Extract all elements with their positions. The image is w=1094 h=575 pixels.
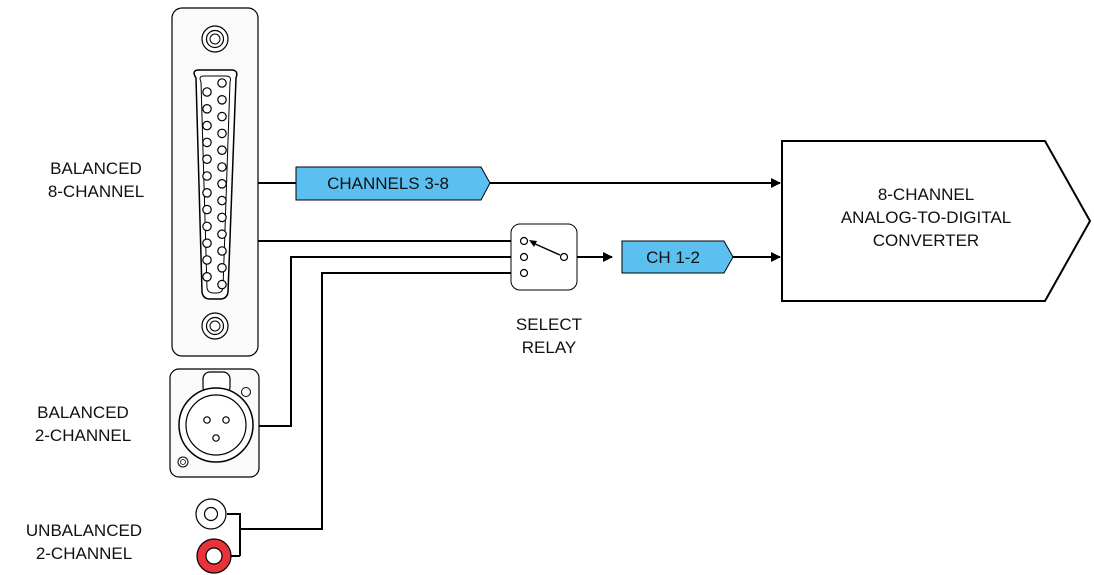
db25-pin [202, 154, 212, 164]
db25-pin [217, 111, 227, 122]
db25-pin [217, 145, 227, 155]
db25-pins [202, 78, 227, 290]
db25-pin [202, 171, 212, 181]
balanced-8ch-label-line-1: BALANCED [50, 159, 142, 178]
db25-pin [217, 279, 227, 290]
db25-pin [217, 262, 227, 273]
select-relay [510, 223, 578, 291]
relay-label-line-2: RELAY [522, 338, 577, 357]
balanced-2ch-label-line-1: BALANCED [37, 403, 129, 422]
rca-jack-red [196, 538, 232, 574]
db25-pin [217, 212, 227, 223]
db25-pin [202, 221, 212, 232]
tag-ch-1-2: CH 1-2 [621, 240, 734, 274]
db25-pin [217, 95, 227, 105]
rca-jack-white [195, 498, 227, 530]
db25-pin [217, 162, 227, 172]
db25-pin [202, 204, 212, 215]
db25-pin [217, 246, 227, 256]
unbalanced-2ch-label-line-2: 2-CHANNEL [36, 544, 132, 563]
tag-channels-3-8-label: CHANNELS 3-8 [327, 174, 449, 193]
xlr-connector [169, 368, 260, 478]
signal-wires [227, 178, 781, 557]
screw-icon [201, 25, 229, 53]
balanced-2ch-label-line-2: 2-CHANNEL [35, 426, 131, 445]
db25-pin [202, 87, 212, 97]
converter-line-1: 8-CHANNEL [878, 185, 974, 204]
db25-pin [202, 238, 212, 248]
db25-pin [217, 229, 227, 239]
tag-ch-1-2-label: CH 1-2 [646, 248, 700, 267]
db25-connector [171, 7, 259, 357]
tag-channels-3-8: CHANNELS 3-8 [295, 166, 491, 201]
db25-pin [202, 255, 212, 265]
balanced-8ch-label-line-2: 8-CHANNEL [48, 182, 144, 201]
relay-label-line-1: SELECT [516, 315, 582, 334]
db25-pin [202, 271, 212, 282]
db25-pin [202, 188, 212, 198]
unbalanced-2ch-label-line-1: UNBALANCED [26, 521, 142, 540]
db25-pin [202, 104, 212, 114]
db25-pin [217, 128, 227, 139]
db25-pin [217, 78, 227, 88]
converter-line-2: ANALOG-TO-DIGITAL [841, 208, 1011, 227]
db25-pin [202, 137, 212, 148]
screw-icon [201, 312, 229, 340]
converter-line-3: CONVERTER [873, 231, 979, 250]
db25-pin [217, 179, 227, 189]
adc-converter-block: 8-CHANNEL ANALOG-TO-DIGITAL CONVERTER [781, 140, 1092, 302]
db25-pin [202, 120, 212, 131]
db25-pin [217, 195, 227, 206]
